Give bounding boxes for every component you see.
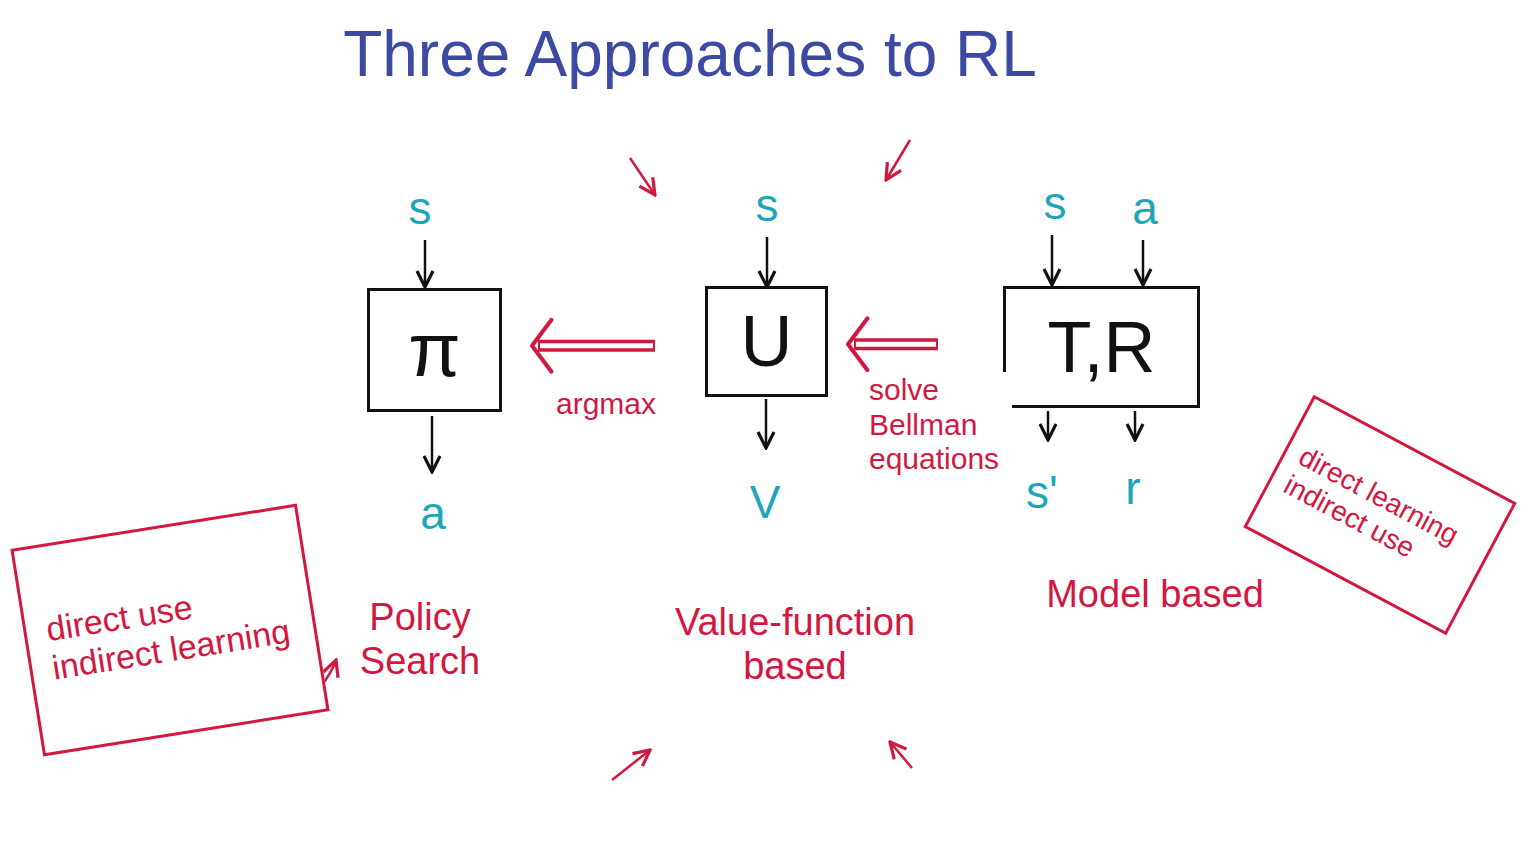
input-arrow [1142, 240, 1145, 285]
approach-name: Model based [995, 573, 1315, 617]
double-arrow [848, 318, 938, 370]
arrow-shaft [538, 340, 655, 352]
arrow-shaft [854, 338, 938, 350]
output-arrow [765, 399, 768, 448]
pointer-arrow [890, 742, 912, 768]
input-arrow [424, 240, 427, 287]
callout-box: direct useindirect learning [10, 504, 329, 757]
state-label: s [1025, 177, 1085, 230]
next-state-label: s' [1012, 466, 1072, 519]
arrow-gap [856, 342, 936, 347]
pointer-arrow [612, 750, 650, 780]
input-arrow [766, 237, 769, 287]
edge-label: argmax [553, 386, 659, 423]
model-box: T,R [1003, 286, 1200, 408]
value-label: V [735, 476, 795, 529]
output-arrow [1134, 411, 1137, 440]
policy-box: π [367, 288, 502, 412]
arrow-gap [540, 343, 653, 348]
output-arrow [431, 416, 434, 472]
edge-label: solve Bellman equations [866, 372, 1012, 478]
box-symbol: U [741, 300, 793, 383]
box-symbol: T,R [1048, 306, 1156, 389]
double-arrow [532, 320, 655, 372]
arrow-head [532, 320, 552, 372]
callout-box: direct learningindirect use [1243, 395, 1516, 635]
pointer-arrow [630, 158, 655, 195]
box-symbol: π [408, 306, 460, 393]
reward-label: r [1103, 462, 1163, 515]
approach-name: Policy Search [335, 596, 505, 683]
action-label: a [1115, 182, 1175, 235]
diagram-title: Three Approaches to RL [290, 18, 1090, 92]
state-label: s [390, 182, 450, 235]
output-arrow [1047, 411, 1050, 440]
pointer-arrow [886, 140, 910, 180]
state-label: s [737, 179, 797, 232]
input-arrow [1051, 235, 1054, 285]
approach-name: Value-function based [645, 601, 945, 688]
arrow-head [848, 318, 868, 370]
value-box: U [705, 286, 828, 397]
action-label: a [403, 487, 463, 540]
